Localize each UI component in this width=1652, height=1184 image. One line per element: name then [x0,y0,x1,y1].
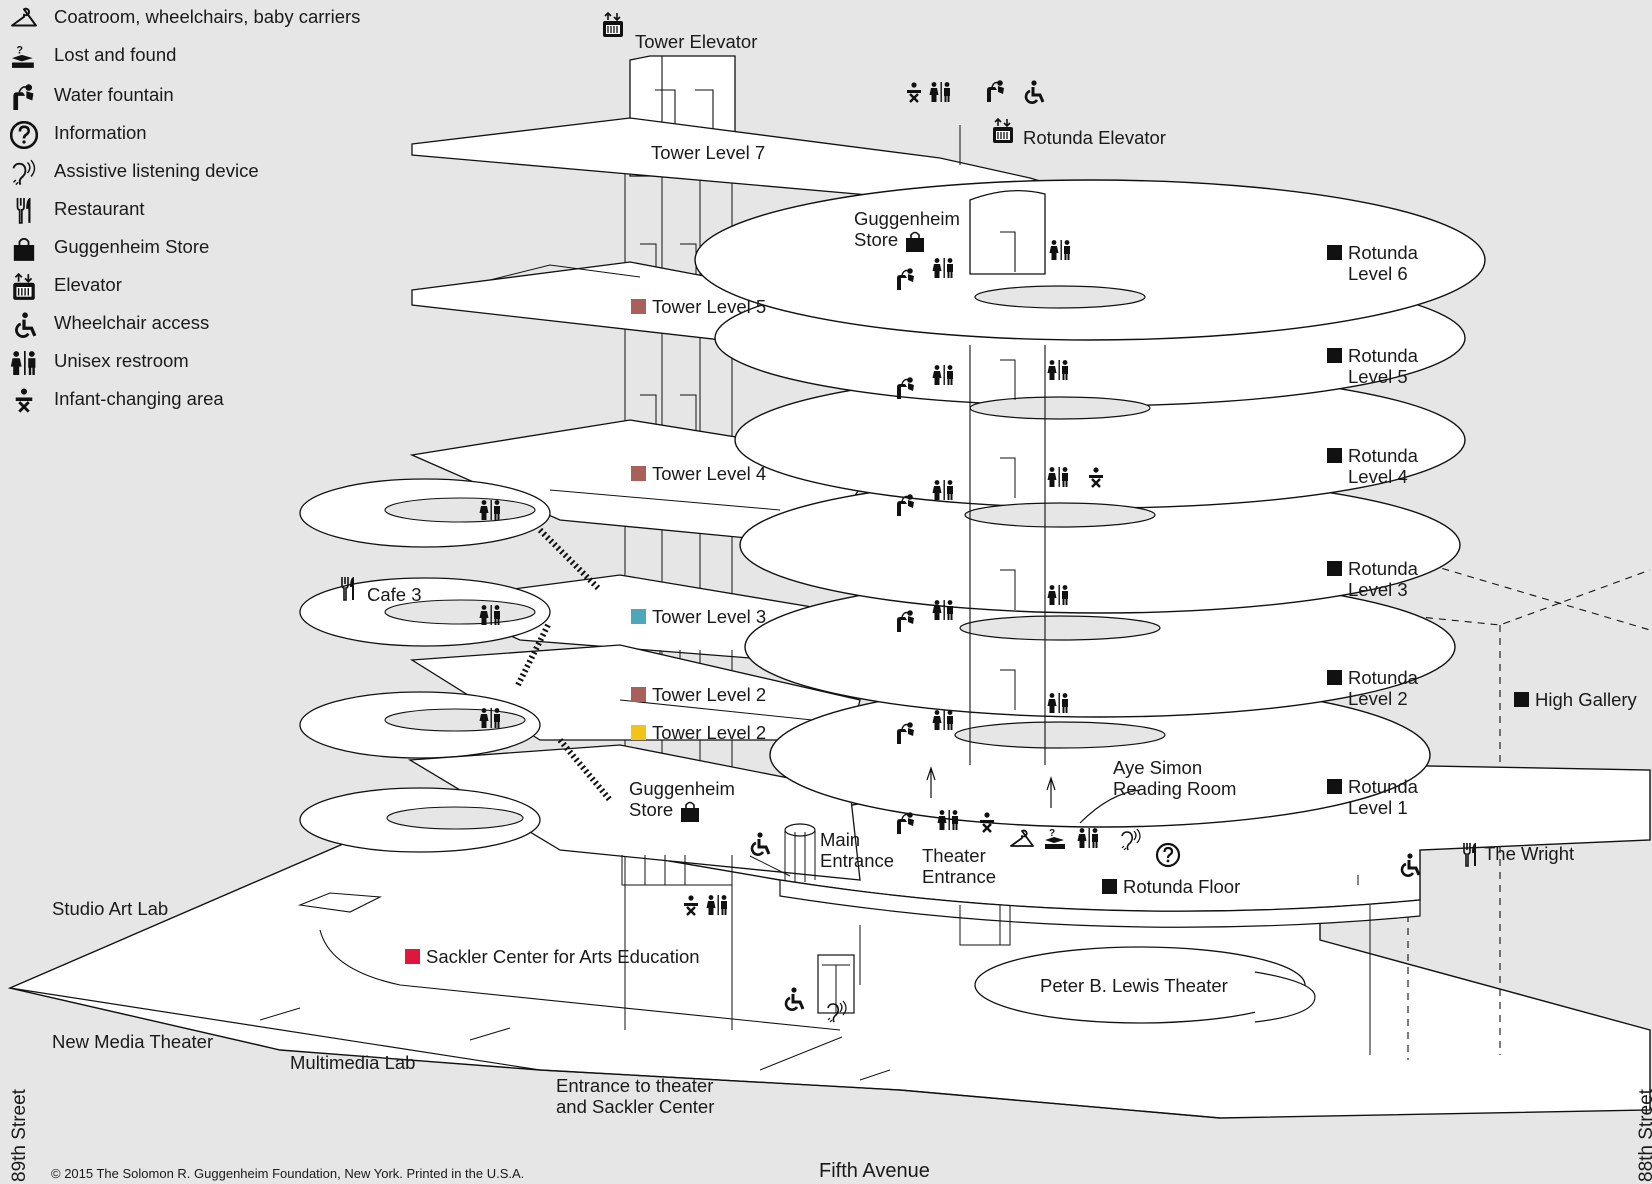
legend-label: Guggenheim Store [54,236,210,257]
tower-elevator-label: Tower Elevator [635,31,758,52]
tower-level-2-label: Tower Level 2 [631,684,766,705]
legend-item: Coatroom, wheelchairs, baby carriers [0,0,380,38]
legend-label: Infant-changing area [54,388,224,409]
legend-label: Water fountain [54,84,174,105]
legend-item: Lost and found [0,38,380,76]
legend-item: Wheelchair access [0,306,380,344]
legend-item: Water fountain [0,78,380,116]
street-label-fifth-avenue: Fifth Avenue [819,1160,930,1182]
street-label-88th: 88th Street [1636,1089,1652,1182]
water-fountain-icon [6,82,42,112]
legend-label: Information [54,122,147,143]
tower-level-3-label: Tower Level 3 [631,606,766,627]
legend-item: Assistive listening device [0,154,380,192]
hanger-icon [6,4,42,34]
lost-and-found-icon [6,42,42,72]
the-wright-label: The Wright [1484,843,1575,864]
street-label-89th: 89th Street [9,1089,30,1182]
high-gallery-label: High Gallery [1514,689,1637,710]
restaurant-icon [6,196,42,226]
listening-device-icon [6,158,42,188]
tower-level-4-label: Tower Level 4 [631,463,766,484]
new-media-theater-label: New Media Theater [52,1031,214,1052]
information-icon [6,120,42,150]
legend-item: Unisex restroom [0,344,380,382]
studio-art-lab-label: Studio Art Lab [52,898,169,919]
wheelchair-icon [6,310,42,340]
legend-item: Restaurant [0,192,380,230]
legend-label: Wheelchair access [54,312,210,333]
legend-item: Infant-changing area [0,382,380,420]
legend-label: Unisex restroom [54,350,189,371]
multimedia-lab-label: Multimedia Lab [290,1052,416,1073]
rotunda-floor-label: Rotunda Floor [1102,876,1240,897]
restroom-icon [6,348,42,378]
sackler-center-label: Sackler Center for Arts Education [405,946,700,967]
legend-label: Assistive listening device [54,160,259,181]
legend-label: Restaurant [54,198,145,219]
tower-level-2-label: Tower Level 2 [631,722,766,743]
store-bag-icon [6,234,42,264]
infant-changing-icon [6,386,42,416]
legend-label: Coatroom, wheelchairs, baby carriers [54,6,361,27]
tower-level-5-label: Tower Level 5 [631,296,766,317]
legend-label: Lost and found [54,44,177,65]
tower-level-7-label: Tower Level 7 [651,142,766,163]
legend-label: Elevator [54,274,122,295]
cafe-3-label: Cafe 3 [367,584,422,605]
peter-lewis-theater-label: Peter B. Lewis Theater [1040,975,1228,996]
legend-item: Guggenheim Store [0,230,380,268]
elevator-icon [6,272,42,302]
legend-item: Elevator [0,268,380,306]
legend-item: Information [0,116,380,154]
rotunda-elevator-label: Rotunda Elevator [1023,127,1166,148]
copyright-notice: © 2015 The Solomon R. Guggenheim Foundat… [51,1166,525,1181]
